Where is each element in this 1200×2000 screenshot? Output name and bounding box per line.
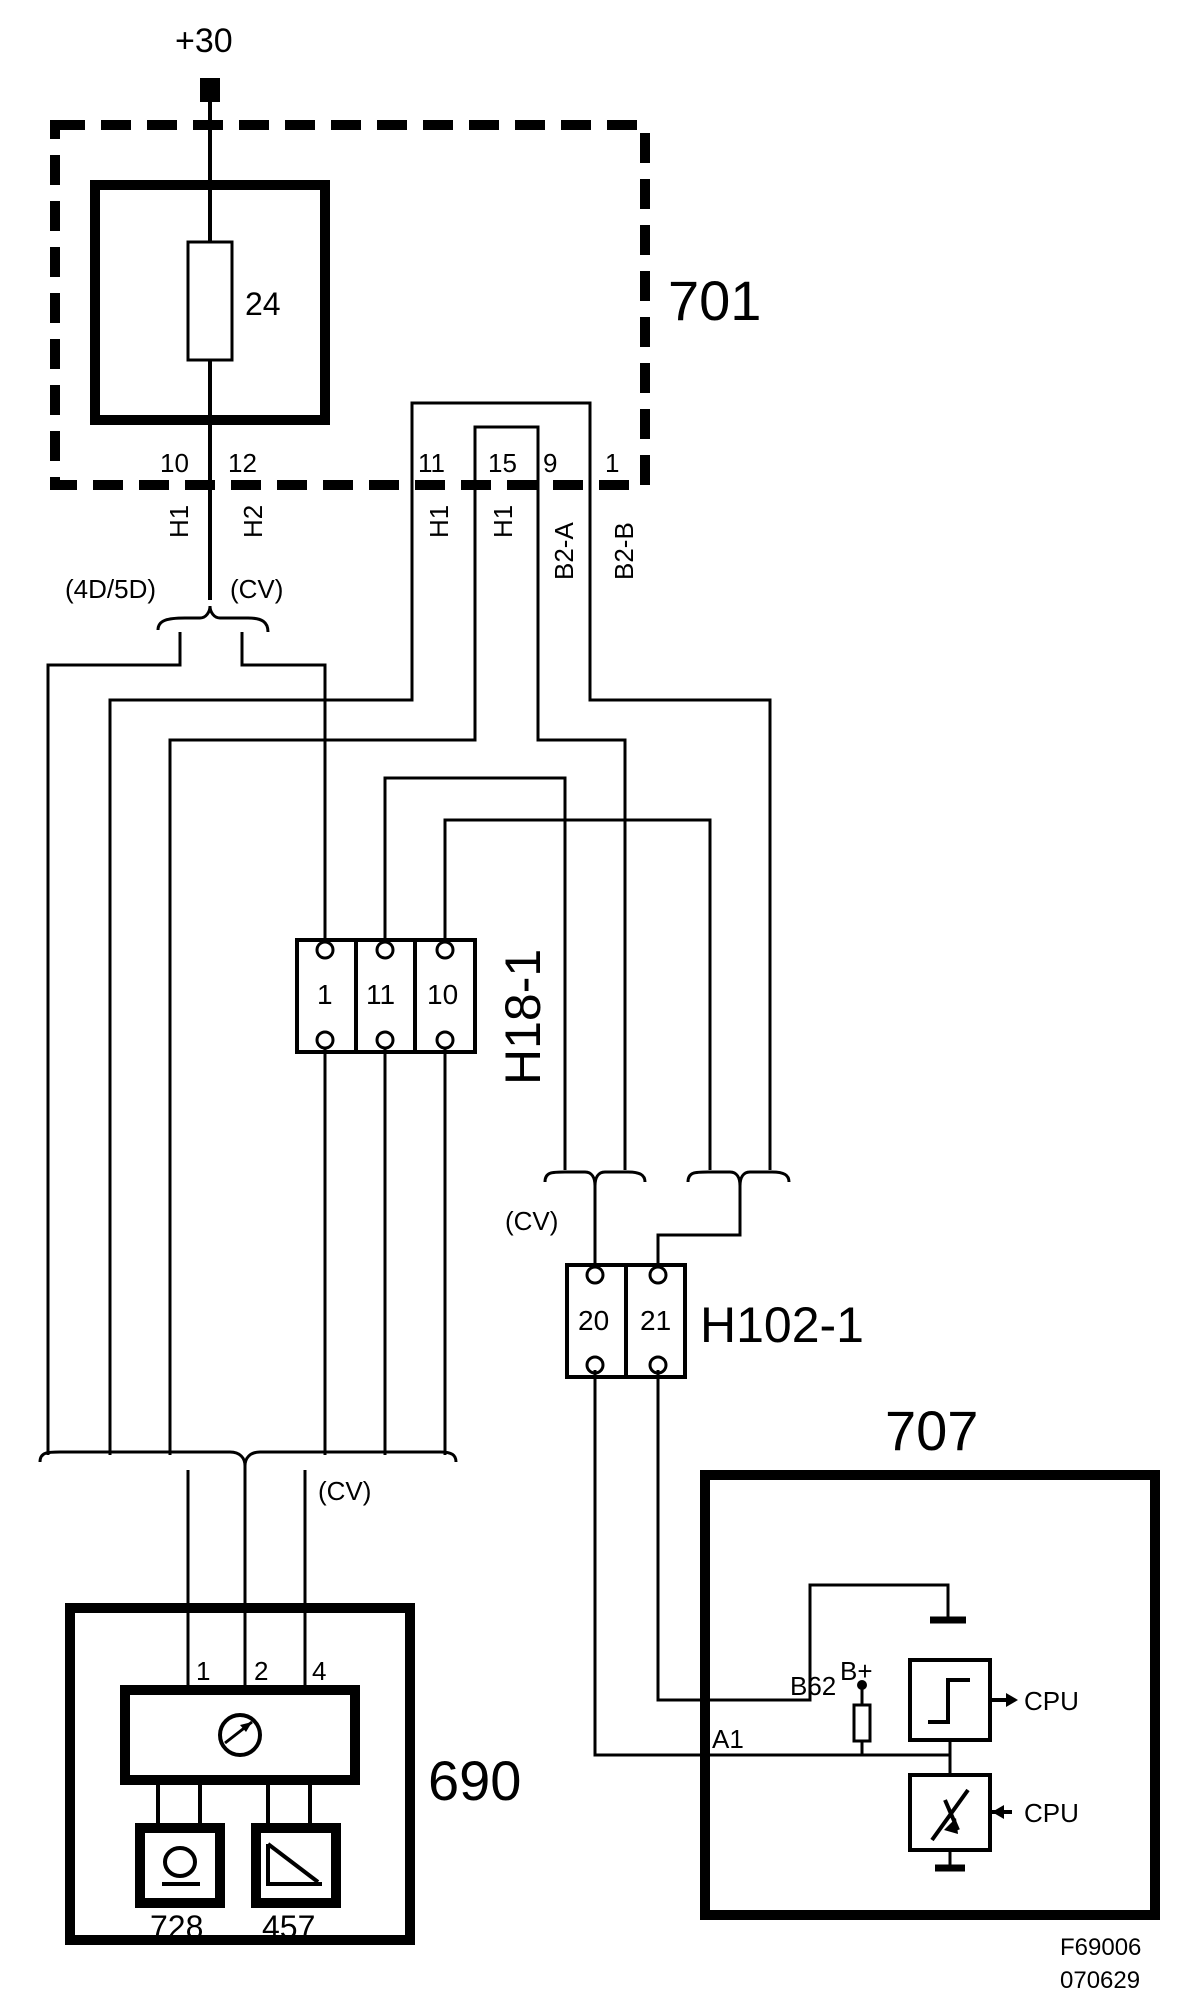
module-707: [593, 1370, 1160, 1920]
connector-label: H1: [488, 505, 518, 538]
h18-pin: 1: [317, 979, 333, 1010]
variant-cv: (CV): [230, 574, 283, 604]
module-701-outline: [50, 120, 650, 490]
connector-h102-1: 20 21: [565, 1263, 687, 1379]
supply-label: +30: [175, 22, 233, 60]
fuse-number: 24: [245, 286, 281, 322]
fuse-24: [186, 240, 234, 362]
pin-label: 1: [605, 448, 619, 478]
label-cpu-2: CPU: [1024, 1798, 1079, 1828]
label-a1: A1: [712, 1724, 744, 1754]
unit-690-pin: 4: [312, 1656, 326, 1686]
h102-pin: 20: [578, 1305, 609, 1336]
pin-label: 15: [488, 448, 517, 478]
label-cpu-1: CPU: [1024, 1686, 1079, 1716]
figure-code: F69006: [1060, 1934, 1141, 1961]
connector-label: H1: [164, 505, 194, 538]
pin-label: 10: [160, 448, 189, 478]
connector-label: B2-B: [609, 522, 639, 580]
pin-label: 11: [418, 448, 445, 478]
connector-label: H2: [238, 505, 268, 538]
connector-h102-1-name: H102-1: [700, 1297, 864, 1353]
h18-pin: 10: [427, 979, 458, 1010]
module-707-name: 707: [885, 1399, 978, 1462]
connector-h18-1: 1 11 10: [295, 938, 477, 1054]
label-b62: B62: [790, 1671, 836, 1701]
figure-date: 070629: [1060, 1967, 1140, 1994]
sub-728: 728: [150, 1909, 203, 1945]
variant-4d5d: (4D/5D): [65, 574, 156, 604]
unit-690: [65, 1603, 415, 1945]
sub-457: 457: [262, 1909, 315, 1945]
connector-label: H1: [424, 505, 454, 538]
variant-cv-bottom: (CV): [318, 1476, 371, 1506]
h102-pin: 21: [640, 1305, 671, 1336]
module-701-name: 701: [668, 269, 761, 332]
connector-label: B2-A: [549, 522, 579, 580]
pin-label: 9: [543, 448, 557, 478]
module-701-pins: 10 12 11 15 9 1: [160, 448, 619, 478]
label-bplus: B+: [840, 1656, 873, 1686]
module-701-connectors: H1 H2 H1 H1 B2-A B2-B: [164, 505, 639, 580]
unit-690-pin: 2: [254, 1656, 268, 1686]
h18-pin: 11: [366, 979, 395, 1010]
fuse-holder: [90, 180, 330, 425]
unit-690-pin: 1: [196, 1656, 210, 1686]
connector-h18-1-name: H18-1: [495, 949, 551, 1085]
pin-label: 12: [228, 448, 257, 478]
supply-terminal: [200, 78, 220, 102]
variant-cv-mid: (CV): [505, 1206, 558, 1236]
unit-690-name: 690: [428, 1749, 521, 1812]
